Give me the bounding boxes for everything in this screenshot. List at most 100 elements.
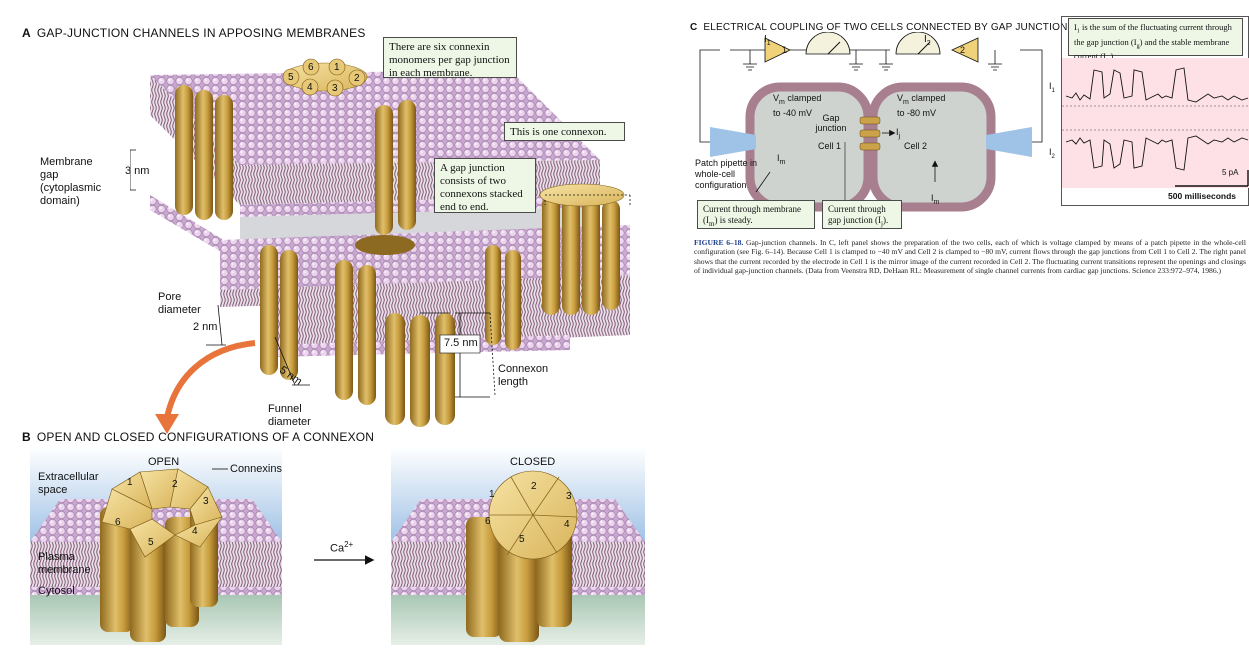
open-subunit-3: 3 <box>203 496 209 507</box>
i1-symbol: I <box>764 34 767 45</box>
scale-current: 5 pA <box>1222 168 1239 177</box>
open-connexon-diagram: 1 2 3 4 5 6 <box>30 447 282 645</box>
cell2-clamp-label: Vm clamped to -80 mV <box>897 93 945 119</box>
pipette-1 <box>710 127 756 157</box>
connexon-length-value: 7.5 nm <box>444 337 478 349</box>
plasma-membrane-label: Plasma membrane <box>38 551 91 576</box>
ij-label: Ij <box>896 126 900 143</box>
calcium-arrow <box>314 555 375 565</box>
closed-label: CLOSED <box>510 456 556 468</box>
isolated-connexon <box>539 183 625 315</box>
trace-i1-subscript: 1 <box>1051 87 1055 94</box>
cell2-label: Cell 2 <box>904 141 928 151</box>
im2-subscript: m <box>933 198 940 206</box>
closed-subunit-3: 3 <box>566 491 572 502</box>
closed-subunit-5: 5 <box>519 534 525 545</box>
i1-meter-label: I1 <box>764 33 771 50</box>
trace-callout-middle: is the sum of the fluctuating current th… <box>1074 22 1232 47</box>
trace-callout-end: ). <box>1110 51 1116 62</box>
calcium-label: Ca2+ <box>330 538 353 556</box>
closed-connexon-diagram: 1 2 3 4 5 6 <box>391 447 645 645</box>
amplifier-1-label: 1 <box>782 45 788 55</box>
monomer-1: 1 <box>334 62 340 73</box>
monomer-ring: 5 6 1 2 3 4 <box>282 58 366 97</box>
trace-i1 <box>1065 67 1249 103</box>
i1-subscript: 1 <box>766 40 771 47</box>
trace-callout-g-sub: g <box>1136 43 1140 50</box>
membrane-gap-label: Membrane gap (cytoplasmic domain) <box>40 156 102 207</box>
cell1-vm-subscript: m <box>779 98 785 106</box>
closed-subunit-1: 1 <box>489 489 495 500</box>
callout-membrane-current: Current through membrane (Im) is steady. <box>697 200 815 229</box>
gap-junction-illustration: 5 6 1 2 3 4 <box>130 58 631 427</box>
trace-i2-label: I2 <box>1049 146 1055 164</box>
cell2-vm-symbol: V <box>897 93 904 103</box>
pore-diameter-value: 2 nm <box>193 321 218 333</box>
open-label: OPEN <box>148 456 180 468</box>
i2-meter-label: I2 <box>924 33 931 50</box>
funnel-diameter-label: Funnel diameter <box>268 403 311 428</box>
im-label-cell2: Im <box>931 192 939 209</box>
cytosol-label: Cytosol <box>38 585 75 597</box>
cell1-clamp-label: Vm clamped to -40 mV <box>773 93 821 119</box>
cell2-voltage: to -80 mV <box>897 107 937 118</box>
scale-time: 500 milliseconds <box>1168 191 1237 201</box>
trace-i2-subscript: 2 <box>1051 153 1055 160</box>
cell1-clamp-text: clamped <box>784 93 822 103</box>
lower-membrane-extension <box>220 225 630 290</box>
membrane-gap-value: 3 nm <box>125 165 150 177</box>
panel-c-title-text: ELECTRICAL COUPLING OF TWO CELLS CONNECT… <box>703 22 1075 33</box>
open-connexin-cylinders <box>100 468 223 642</box>
closed-connexin-cylinders <box>466 470 578 642</box>
panel-c-letter: C <box>690 22 698 33</box>
trace-i2 <box>1065 135 1249 171</box>
open-subunit-1: 1 <box>127 477 133 488</box>
im1-symbol: I <box>777 153 780 163</box>
trace-callout-i: I <box>1074 22 1077 32</box>
dimension-lines <box>130 149 631 398</box>
i2-symbol: I <box>924 34 927 45</box>
trace-callout-stable: ) and the stable membrane current (I <box>1074 36 1230 62</box>
current-traces <box>1062 58 1249 188</box>
closed-subunit-4: 4 <box>564 519 570 530</box>
monomer-6: 6 <box>308 62 314 73</box>
callout-gap-current: Current through gap junction (Ij). <box>822 200 902 229</box>
open-subunit-6: 6 <box>115 517 121 528</box>
ij-symbol: I <box>896 127 899 137</box>
zoom-arrow <box>155 340 256 434</box>
calcium-charge: 2+ <box>344 540 354 549</box>
panel-a-title: A GAP-JUNCTION CHANNELS IN APPOSING MEMBR… <box>22 26 366 40</box>
cell1-label: Cell 1 <box>818 141 842 151</box>
trace-i1-symbol: I <box>1049 81 1052 91</box>
pore-diameter-label: Pore diameter <box>158 291 201 316</box>
caption-text: Gap-junction channels. In C, left panel … <box>694 238 1246 276</box>
closed-subunit-6: 6 <box>485 516 491 527</box>
figure-label: FIGURE 6–18. <box>694 238 744 247</box>
i2-subscript: 2 <box>926 40 931 47</box>
im2-symbol: I <box>931 193 934 203</box>
trace-callout-i-sub: 1 <box>1076 28 1080 35</box>
lower-connexons <box>260 235 521 427</box>
callout-connexins-per-junction: There are six connexin monomers per gap … <box>383 37 517 79</box>
cell2-clamp-text: clamped <box>908 93 946 103</box>
trace-i1-label: I1 <box>1049 80 1055 98</box>
connexon-length-box <box>439 334 481 354</box>
callout-gap-end: ). <box>882 215 889 225</box>
callout-gap-text: Current through gap junction (I <box>828 204 886 225</box>
cell2-vm-subscript: m <box>903 98 909 106</box>
figure-caption: FIGURE 6–18. Gap-junction channels. In C… <box>694 238 1246 276</box>
im-label-cell1: Im <box>777 152 785 169</box>
cell1-vm-symbol: V <box>773 93 780 103</box>
callout-trace-sum: I1 is the sum of the fluctuating current… <box>1068 18 1243 64</box>
panel-a-title-text: GAP-JUNCTION CHANNELS IN APPOSING MEMBRA… <box>36 26 366 40</box>
connexon-length-label: Connexon length <box>498 363 549 388</box>
open-subunit-2: 2 <box>172 479 178 490</box>
amplifier-2-label: 2 <box>960 45 966 55</box>
connexins-label: Connexins <box>230 463 282 475</box>
open-subunit-5: 5 <box>148 537 154 548</box>
panel-a-letter: A <box>22 26 31 40</box>
im1-subscript: m <box>779 158 786 166</box>
trace-i2-symbol: I <box>1049 147 1052 157</box>
callout-gap-junction-definition: A gap junction consists of two connexons… <box>434 158 536 213</box>
cell1-voltage: to -40 mV <box>773 107 813 118</box>
